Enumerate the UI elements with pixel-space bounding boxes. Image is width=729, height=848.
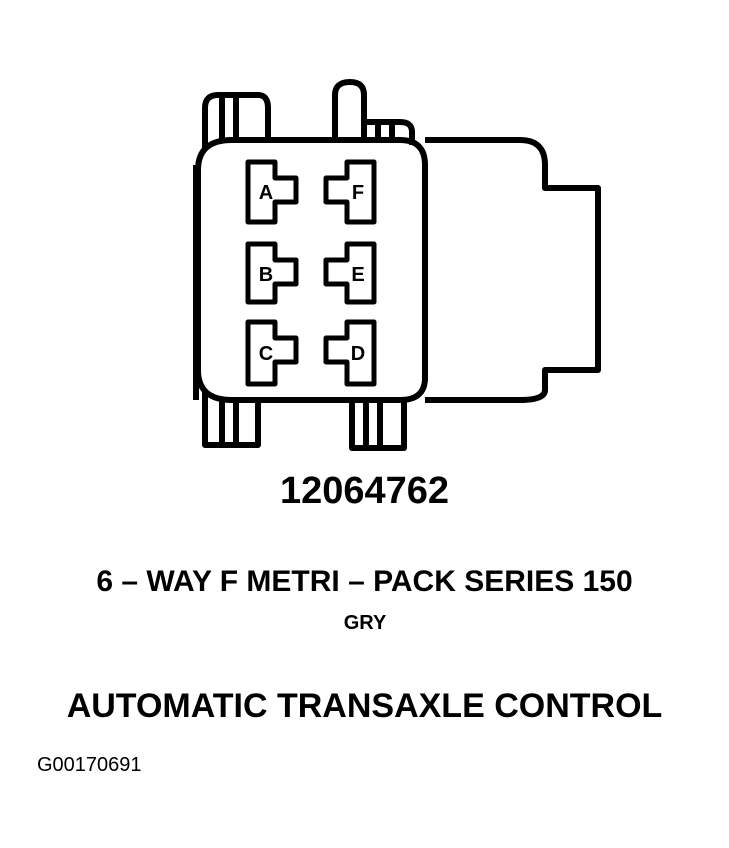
figure-id: G00170691	[37, 754, 142, 776]
pin-label-b: B	[259, 264, 273, 286]
application-label: AUTOMATIC TRANSAXLE CONTROL	[66, 687, 663, 725]
bottom-left-rail	[202, 392, 261, 448]
pin-cavity-c	[245, 319, 299, 387]
top-right-latch	[332, 79, 367, 140]
pin-cavity-a	[245, 159, 299, 225]
pin-cavity-e	[323, 241, 377, 305]
top-right-rail	[361, 119, 415, 145]
pin-label-c: C	[259, 343, 273, 365]
connector-series: 6 – WAY F METRI – PACK SERIES 150	[96, 565, 633, 598]
pin-label-a: A	[259, 182, 273, 204]
top-left-rail	[202, 92, 271, 150]
connector-diagram: A B C F E D	[193, 79, 601, 451]
pin-cavity-b	[245, 241, 299, 305]
part-number: 12064762	[279, 470, 450, 512]
pin-cavity-d	[323, 319, 377, 387]
housing-extension	[425, 137, 601, 403]
connector-color: GRY	[343, 612, 387, 634]
connector-body	[195, 137, 428, 403]
pin-label-f: F	[352, 182, 364, 204]
pin-cavity-f	[323, 159, 377, 225]
pin-label-e: E	[351, 264, 364, 286]
pin-label-d: D	[351, 343, 365, 365]
